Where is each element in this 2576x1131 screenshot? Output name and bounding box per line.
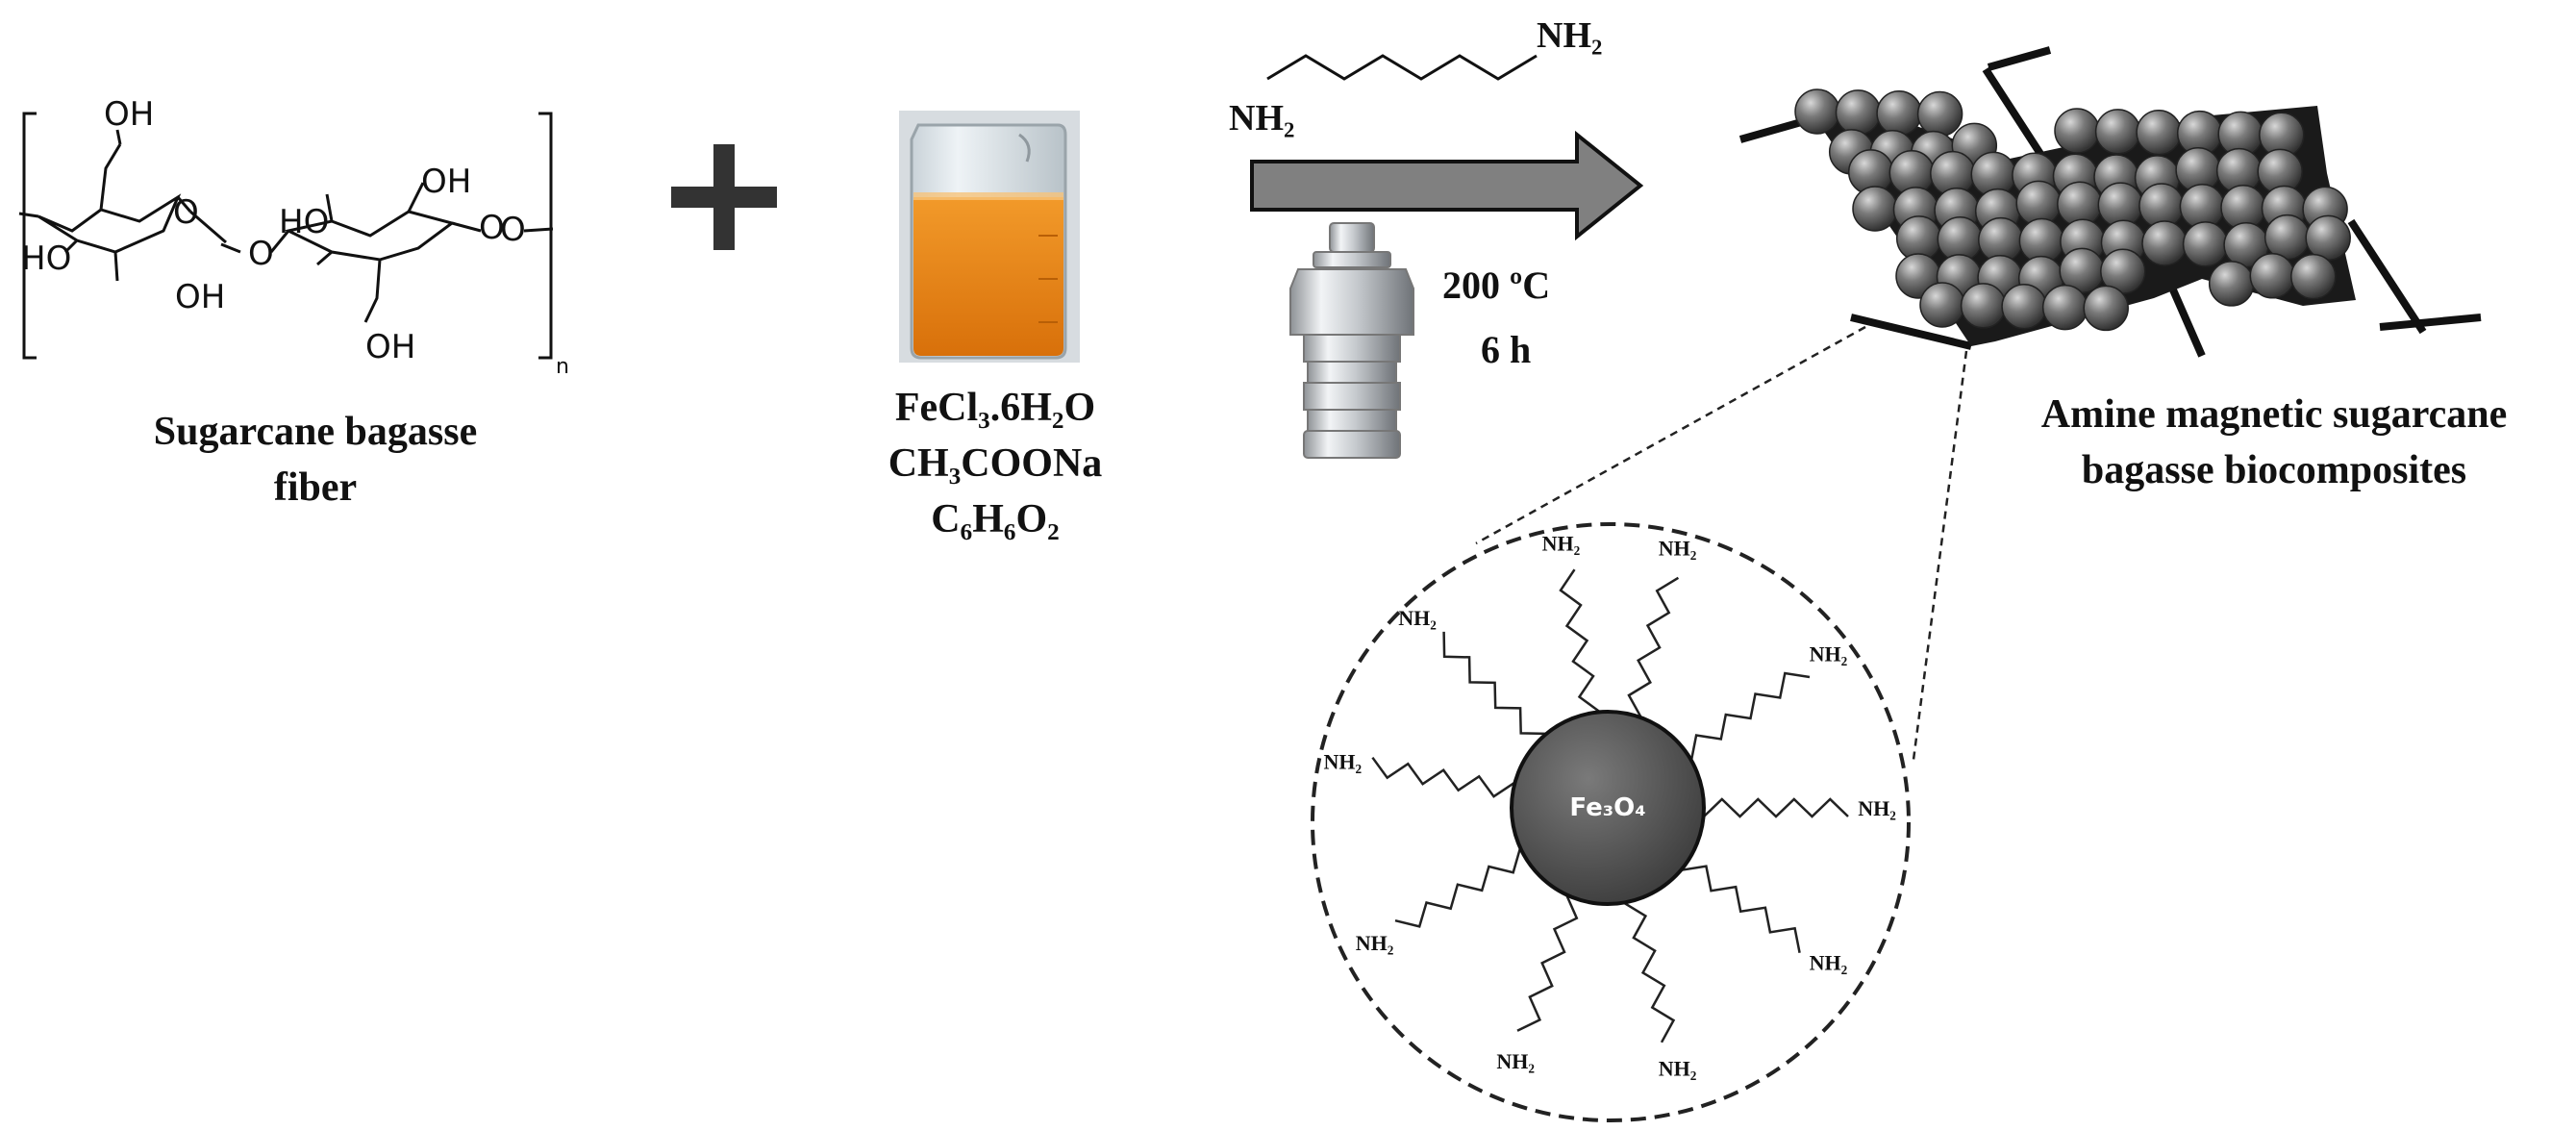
oh-ring2-top: OH (421, 163, 471, 201)
amine-ligand-chain (1371, 756, 1515, 798)
magnetite-sphere (2083, 285, 2129, 332)
magnetite-sphere (1835, 89, 1882, 136)
subscript-n: n (556, 355, 569, 379)
reagent-sodium-acetate: CH₃COONa (888, 441, 1103, 486)
amine-ligand-chain (1703, 797, 1849, 818)
magnetite-sphere (1960, 283, 2007, 329)
amine-ligand-chain (1516, 894, 1579, 1032)
right-bracket (538, 112, 553, 360)
condition-temperature: 200 ºC (1442, 264, 1551, 307)
magnetite-sphere (2001, 283, 2047, 330)
nanoparticle-zoom: Fe₃O₄ NH₂ NH₂ NH₂ NH₂ NH₂ NH₂ NH₂ NH₂ NH₂ NH₂ (1311, 522, 1911, 1122)
ligand-nh2-label: NH₂ (1858, 796, 1896, 820)
oh-ring2-bottom: OH (365, 328, 415, 366)
zoom-line-left (1475, 325, 1866, 545)
ligand-nh2-label: NH₂ (1542, 531, 1581, 555)
magnetite-sphere (2305, 214, 2351, 262)
reagent-fecl3: FeCl₃.6H₂O (894, 386, 1096, 430)
cellulose-structure (18, 112, 554, 360)
amine-ligand-chain (1559, 568, 1601, 714)
zoom-circle (1311, 522, 1911, 1122)
magnetite-sphere (1794, 88, 1840, 135)
magnetite-sphere (2094, 109, 2141, 155)
ligand-nh2-label: NH₂ (1398, 606, 1437, 630)
magnetite-sphere (2136, 109, 2182, 156)
product-label: Amine magnetic sugarcane bagasse biocomp… (1990, 387, 2558, 498)
oh-ring1-bottom: OH (175, 278, 225, 316)
magnetite-sphere (2054, 108, 2100, 154)
magnetite-sphere (2141, 220, 2188, 266)
magnetite-sphere (2041, 284, 2088, 331)
amine-ligand-chain (1394, 847, 1522, 928)
ligand-nh2-label: NH₂ (1659, 537, 1697, 561)
magnetite-sphere (1916, 90, 1963, 138)
magnetite-sphere (1919, 282, 1965, 328)
o-end: O (500, 211, 526, 249)
ho-ring2-left: HO (279, 203, 329, 241)
biocomposite-sheet (1738, 46, 2482, 358)
reaction-arrow (1250, 130, 1644, 241)
diamine-nh2-left: NH₂ (1229, 98, 1295, 138)
o-ring1: O (173, 193, 199, 232)
ho-left: HO (21, 239, 71, 278)
magnetite-sphere (1876, 89, 1922, 137)
amine-ligand-chain (1689, 671, 1811, 761)
fe3o4-label: Fe₃O₄ (1569, 793, 1645, 822)
zoom-line-right (1912, 350, 1968, 761)
o-bridge: O (248, 235, 274, 273)
magnetite-sphere (2182, 221, 2229, 267)
reagents-label: FeCl₃.6H₂O CH₃COONa C₆H₆O₂ (822, 380, 1168, 547)
amine-ligand-chain (1681, 865, 1801, 954)
cellulose-label-line2: fiber (273, 465, 358, 510)
magnetite-sphere (2290, 253, 2337, 300)
cellulose-atom-labels: OH O HO OH O HO OH O O OH n (21, 95, 569, 379)
amine-ligand-chain (1442, 631, 1546, 736)
autoclave-reactor-image (1289, 222, 1414, 459)
fe3o4-core (1510, 710, 1706, 906)
product-label-line2: bagasse biocomposites (2081, 448, 2467, 492)
reagent-catechol: C₆H₆O₂ (931, 497, 1060, 541)
plus-sign (671, 144, 777, 250)
o-ring2: O (479, 209, 505, 247)
ligand-nh2-label: NH₂ (1323, 749, 1362, 773)
beaker-image (899, 111, 1080, 363)
magnetite-sphere (1852, 186, 1898, 232)
cellulose-label-line1: Sugarcane bagasse (153, 410, 478, 454)
magnetite-sphere (2263, 214, 2311, 261)
ligand-nh2-label: NH₂ (1496, 1049, 1535, 1073)
amine-ligand-chain (1623, 901, 1676, 1043)
oh-top: OH (104, 95, 154, 134)
magnetite-sphere (2208, 261, 2255, 307)
condition-time: 6 h (1481, 328, 1532, 371)
product-label-line1: Amine magnetic sugarcane (2040, 392, 2508, 437)
ligand-nh2-label: NH₂ (1659, 1057, 1697, 1081)
ligand-nh2-label: NH₂ (1810, 951, 1848, 975)
diamine-nh2-right: NH₂ (1537, 15, 1603, 56)
hexanediamine-chain (1266, 54, 1538, 81)
magnetite-sphere (2249, 253, 2296, 299)
amine-ligand-chain (1627, 576, 1680, 718)
left-bracket (22, 112, 37, 360)
ligand-nh2-label: NH₂ (1810, 641, 1848, 666)
ligand-nh2-label: NH₂ (1356, 931, 1394, 955)
cellulose-label: Sugarcane bagasse fiber (142, 404, 488, 515)
